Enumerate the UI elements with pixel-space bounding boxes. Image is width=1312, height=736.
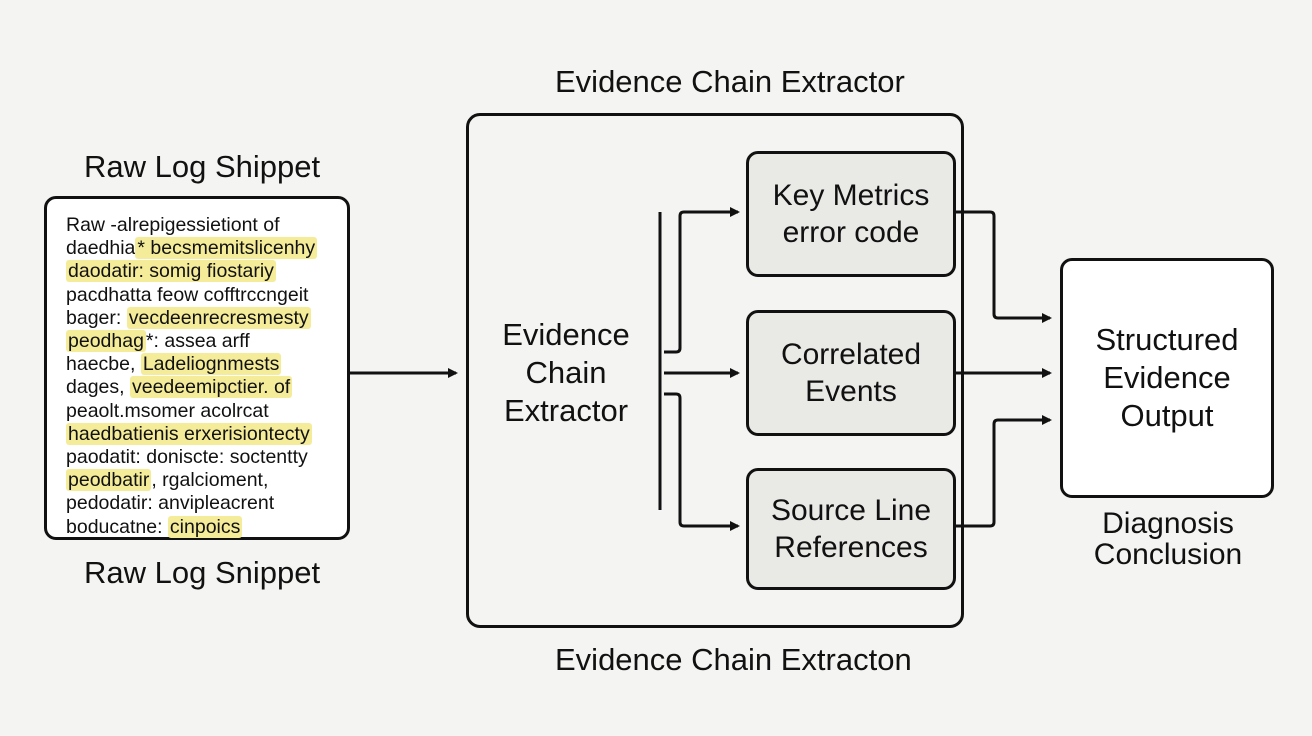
log-line-rest: *: assea arff [145, 330, 250, 353]
extractor-label: Evidence Chain Extractor [502, 317, 630, 428]
log-line: pacdhatta feow cofftrccngeit [66, 284, 317, 307]
log-panel-title-top: Raw Log Shippet [84, 149, 321, 184]
node-correlated-events: Correlated Events [746, 310, 956, 436]
log-line-text: pacdhatta feow cofftrccngeit [66, 283, 309, 306]
log-line-text: pedodatir: anvipleacrent [66, 492, 275, 515]
arrow-to-key-metrics [664, 207, 740, 354]
node-correlated-events-label: Correlated Events [780, 338, 922, 408]
log-line-rest: , rgalcioment, [151, 469, 269, 492]
output-caption: Diagnosis Conclusion [1093, 507, 1243, 571]
log-line-text: daedhia [66, 237, 136, 260]
output-box: Structured Evidence Output [1060, 258, 1274, 498]
log-line: daedhia* becsmemitslicenhy [66, 237, 318, 260]
log-line-highlight: vecdeenrecresmesty [126, 306, 311, 329]
log-line-text: dages, [66, 376, 130, 399]
log-line: peaolt.msomer acolrcat [66, 400, 317, 423]
log-line-text: Raw -alrepigessietiont of [66, 214, 280, 236]
log-line: daodatir: somig fiostariy [66, 260, 317, 283]
log-line: peodbatir, rgalcioment, [66, 469, 317, 492]
log-line-highlight: cinpoics [167, 515, 243, 538]
log-line-text: paodatit: doniscte: soctentty [66, 446, 308, 469]
log-line: haedbatienis erxerisiontecty [66, 422, 317, 446]
log-line-highlight: Ladeliognmests [140, 353, 282, 376]
arrow-key-metrics-to-output [954, 210, 1052, 323]
node-source-refs: Source Line References [746, 468, 956, 590]
log-line-highlight: daodatir: somig fiostariy [66, 260, 276, 283]
log-line-highlight: peodhag [66, 330, 146, 353]
extractor-container [466, 113, 964, 628]
log-line-highlight: * becsmemitslicenhy [135, 237, 318, 260]
top-title: Evidence Chain Extractor [555, 64, 905, 99]
log-line-highlight: veedeemipctier. of [129, 376, 293, 399]
node-source-refs-label: Source Line References [770, 494, 932, 564]
log-line: haecbe, Ladeliognmests [66, 353, 317, 376]
log-line-text: peaolt.msomer acolrcat [66, 399, 269, 422]
log-line: pedodatir: anvipleacrent [66, 492, 317, 515]
log-line-text: bager: [66, 306, 127, 329]
log-line-highlight: haedbatienis erxerisiontecty [66, 422, 312, 445]
bottom-title: Evidence Chain Extracton [555, 642, 912, 677]
arrow-source-refs-to-output [954, 415, 1052, 528]
log-line-text: haecbe, [66, 353, 141, 376]
log-line: Raw -alrepigessietiont of [66, 214, 317, 237]
log-line: dages, veedeemipctier. of [66, 376, 317, 399]
log-line-text: boducatne: [66, 515, 168, 538]
log-line: paodatit: doniscte: soctentty [66, 446, 317, 469]
log-line: boducatne: cinpoics [66, 515, 317, 539]
log-line-highlight: peodbatir [66, 469, 152, 492]
node-key-metrics-label: Key Metrics error code [772, 179, 930, 249]
arrow-to-source-refs [664, 392, 740, 531]
log-panel-title-bottom: Raw Log Snippet [84, 555, 321, 590]
log-line: bager: vecdeenrecresmesty [66, 306, 317, 330]
log-line: peodhag*: assea arff [66, 330, 317, 353]
node-key-metrics: Key Metrics error code [746, 151, 956, 277]
output-label: Structured Evidence Output [1095, 322, 1239, 433]
